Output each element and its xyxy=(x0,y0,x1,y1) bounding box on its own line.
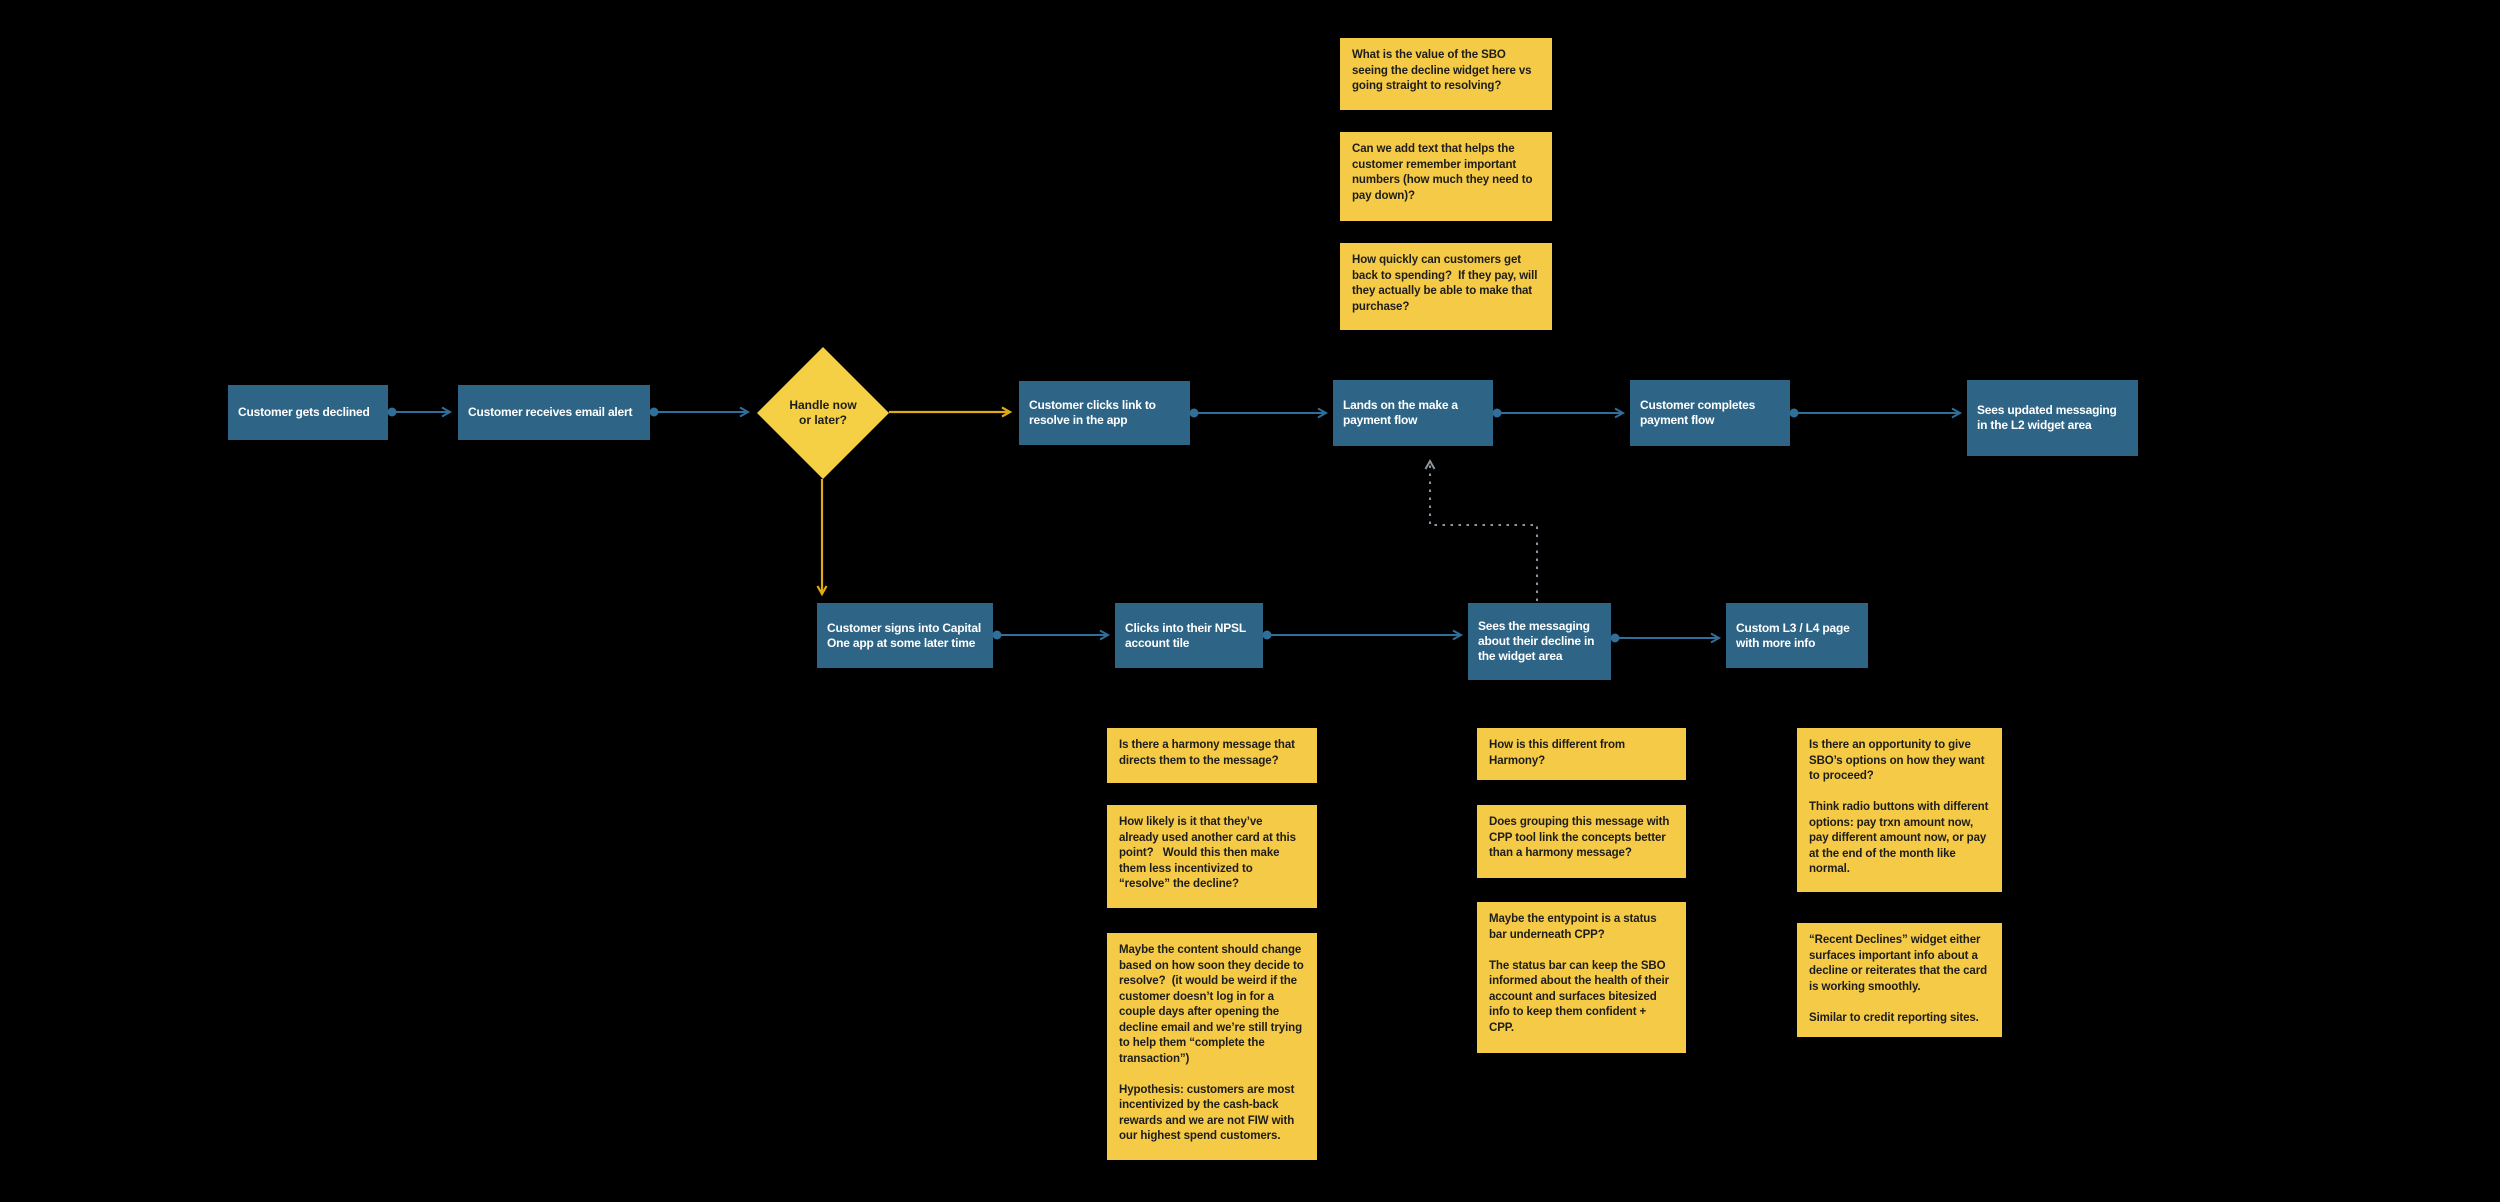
sticky-note[interactable]: “Recent Declines” widget either surfaces… xyxy=(1797,923,2002,1037)
flow-node-label: Custom L3 / L4 page with more info xyxy=(1736,620,1853,650)
decision-label: Handle now or later? xyxy=(789,398,857,427)
sticky-note-text: Can we add text that helps the customer … xyxy=(1352,143,1536,202)
sticky-note-text: Is there a harmony message that directs … xyxy=(1119,739,1298,767)
flow-node-signs-in-later[interactable]: Customer signs into Capital One app at s… xyxy=(817,603,993,668)
sticky-note[interactable]: Is there an opportunity to give SBO’s op… xyxy=(1797,728,2002,892)
flow-node-gets-declined[interactable]: Customer gets declined xyxy=(228,385,388,440)
sticky-note-text: Is there an opportunity to give SBO’s op… xyxy=(1809,739,1989,875)
flow-node-label: Customer receives email alert xyxy=(468,405,633,419)
flow-node-label: Customer signs into Capital One app at s… xyxy=(827,620,985,650)
sticky-note[interactable]: Is there a harmony message that directs … xyxy=(1107,728,1317,783)
sticky-note[interactable]: How likely is it that they’ve already us… xyxy=(1107,805,1317,908)
sticky-note-text: How quickly can customers get back to sp… xyxy=(1352,254,1541,313)
sticky-note-text: Maybe the entypoint is a status bar unde… xyxy=(1489,913,1669,1034)
sticky-note-text: How is this different from Harmony? xyxy=(1489,739,1629,767)
flow-node-label: Customer gets declined xyxy=(238,405,370,419)
sticky-note-text: “Recent Declines” widget either surfaces… xyxy=(1809,934,1988,1024)
sticky-note[interactable]: Maybe the entypoint is a status bar unde… xyxy=(1477,902,1686,1053)
flow-node-label: Clicks into their NPSL account tile xyxy=(1125,620,1249,650)
flow-node-label: Sees updated messaging in the L2 widget … xyxy=(1977,403,2120,432)
connector-dashed-sees-messaging-to-lands-payment[interactable] xyxy=(1424,458,1538,601)
flow-node-custom-page[interactable]: Custom L3 / L4 page with more info xyxy=(1726,603,1868,668)
flow-node-npsl-tile[interactable]: Clicks into their NPSL account tile xyxy=(1115,603,1263,668)
flow-node-updated-messaging[interactable]: Sees updated messaging in the L2 widget … xyxy=(1967,380,2138,456)
flow-node-label: Customer completes payment flow xyxy=(1640,398,1759,427)
sticky-note-text: Does grouping this message with CPP tool… xyxy=(1489,816,1673,859)
flow-node-lands-payment-flow[interactable]: Lands on the make a payment flow xyxy=(1333,380,1493,446)
sticky-note[interactable]: Does grouping this message with CPP tool… xyxy=(1477,805,1686,878)
flow-node-label: Customer clicks link to resolve in the a… xyxy=(1029,398,1159,427)
flow-node-email-alert[interactable]: Customer receives email alert xyxy=(458,385,650,440)
flow-node-clicks-link[interactable]: Customer clicks link to resolve in the a… xyxy=(1019,381,1190,445)
flow-node-sees-messaging[interactable]: Sees the messaging about their decline i… xyxy=(1468,603,1611,680)
sticky-note[interactable]: How quickly can customers get back to sp… xyxy=(1340,243,1552,330)
sticky-note-text: What is the value of the SBO seeing the … xyxy=(1352,49,1535,92)
flow-node-label: Sees the messaging about their decline i… xyxy=(1478,619,1598,663)
flow-node-label: Lands on the make a payment flow xyxy=(1343,398,1462,427)
sticky-note[interactable]: What is the value of the SBO seeing the … xyxy=(1340,38,1552,110)
sticky-note-text: How likely is it that they’ve already us… xyxy=(1119,816,1300,890)
sticky-note-text: Maybe the content should change based on… xyxy=(1119,944,1304,1142)
sticky-note[interactable]: How is this different from Harmony? xyxy=(1477,728,1686,780)
sticky-note[interactable]: Maybe the content should change based on… xyxy=(1107,933,1317,1160)
flow-node-completes-payment[interactable]: Customer completes payment flow xyxy=(1630,380,1790,446)
sticky-note[interactable]: Can we add text that helps the customer … xyxy=(1340,132,1552,221)
